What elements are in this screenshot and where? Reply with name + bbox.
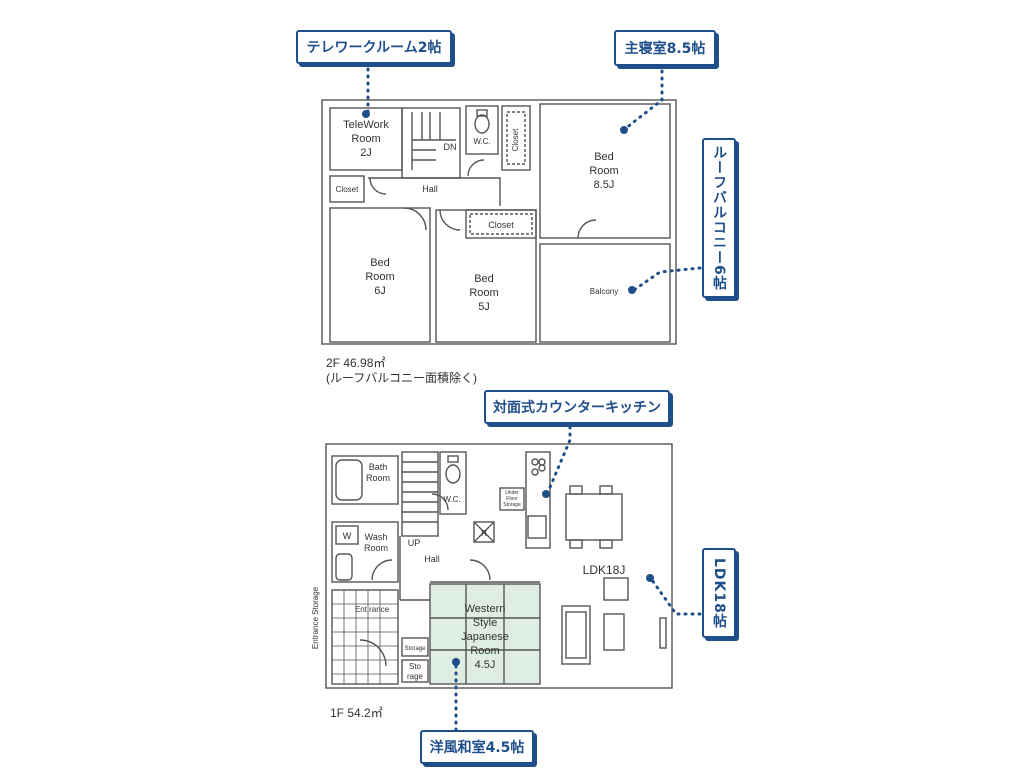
floor2-area-line-2: (ルーフバルコニー面積除く): [326, 371, 478, 385]
under-floor-label-3: Storage: [503, 502, 521, 508]
floor2-area-line-1: 2F 46.98㎡: [326, 356, 386, 370]
bed-5j-label-1: Bed: [474, 273, 494, 285]
wash-label-1: Wash: [365, 532, 388, 542]
entrance-storage-label: Entrance Storage: [311, 586, 320, 649]
callout-counter-kitchen: 対面式カウンターキッチン: [484, 390, 670, 424]
master-bed-label-1: Bed: [594, 151, 614, 163]
callout-roof-balcony: ルーフバルコニー6帖: [702, 138, 736, 298]
telework-room-label-2: Room: [351, 133, 380, 145]
callout-japanese-room: 洋風和室4.5帖: [420, 730, 534, 764]
telework-room-label-3: 2J: [360, 147, 372, 159]
wash-label-2: Room: [364, 543, 388, 553]
bed-5j-label-2: Room: [469, 287, 498, 299]
floor1-area-note: 1F 54.2㎡: [330, 706, 383, 720]
storage-small-label-1: Sto: [409, 662, 422, 671]
master-bed-label-3: 8.5J: [594, 179, 615, 191]
balcony-label: Balcony: [590, 287, 618, 296]
bed-6j-label-3: 6J: [374, 285, 386, 297]
floor2-outline: [321, 99, 677, 345]
bath-label-1: Bath: [369, 462, 388, 472]
callout-telework-room: テレワークルーム2帖: [296, 30, 452, 64]
under-floor-label-1: Under: [505, 490, 519, 496]
floor1-outline: [325, 443, 673, 689]
bed-6j-label-2: Room: [365, 271, 394, 283]
wc-1f-label: W.C.: [443, 495, 460, 504]
telework-room-label-1: TeleWork: [343, 119, 389, 131]
callout-master-bedroom: 主寝室8.5帖: [614, 30, 716, 66]
floor2-area-note: 2F 46.98㎡ (ルーフバルコニー面積除く): [326, 356, 477, 386]
japanese-room-label-1: Western: [465, 603, 506, 615]
closet-small-label: Closet: [336, 185, 359, 194]
japanese-room-label-4: Room: [470, 645, 499, 657]
callout-ldk: LDK18帖: [702, 548, 736, 638]
closet-vertical-label: Closet: [511, 128, 520, 151]
japanese-room-outline: [429, 583, 541, 685]
stairs-up-label: UP: [408, 538, 421, 548]
japanese-room-label-3: Japanese: [461, 631, 509, 643]
fridge-label: R: [481, 529, 487, 538]
bed-5j-label-3: 5J: [478, 301, 490, 313]
wc-2f-label: W.C.: [473, 137, 490, 146]
japanese-room-label-2: Style: [473, 617, 497, 629]
ldk-label: LDK18J: [583, 563, 626, 577]
storage-label: Storage: [404, 646, 426, 652]
bath-label-2: Room: [366, 473, 390, 483]
stairs-dn-label: DN: [444, 142, 457, 152]
bed-6j-label-1: Bed: [370, 257, 390, 269]
japanese-room-label-5: 4.5J: [475, 659, 496, 671]
storage-small-label-2: rage: [407, 672, 424, 681]
entrance-label: Ent rance: [355, 605, 390, 614]
master-bed-label-2: Room: [589, 165, 618, 177]
hall-2f-label: Hall: [422, 184, 438, 194]
hall-closet-label: Closet: [488, 220, 514, 230]
washer-mark: W: [343, 531, 352, 541]
under-floor-label-2: Floor: [506, 496, 518, 502]
hall-1f-label: Hall: [424, 554, 440, 564]
